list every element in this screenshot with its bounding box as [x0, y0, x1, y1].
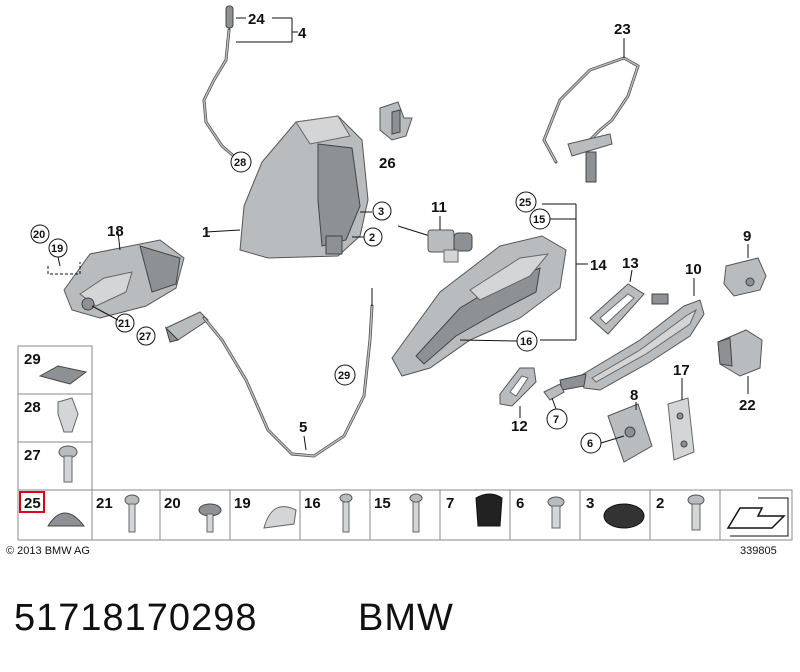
row-label-21: 21	[96, 495, 113, 512]
column-label-27: 27	[24, 447, 41, 464]
callout-6-diagram: 6	[587, 438, 593, 450]
parts-row-table: 25 21 20 19 16 15 7 6 3 2	[17, 489, 793, 541]
callout-25-diagram: 25	[519, 197, 531, 209]
callout-2-lock: 2	[369, 232, 375, 244]
callout-28-cable: 28	[234, 157, 246, 169]
row-label-20: 20	[164, 495, 181, 512]
part-9-cap: 9	[723, 228, 767, 297]
part-4-cable-assembly: 24 4 28	[202, 5, 307, 173]
brand-caption: BMW	[358, 597, 454, 639]
part-number-caption: 51718170298	[14, 597, 257, 639]
callout-7-diagram: 7	[553, 414, 559, 426]
callout-8: 8	[630, 387, 638, 404]
row-label-6: 6	[516, 495, 524, 512]
column-label-28: 28	[24, 399, 41, 416]
parts-column-table: 29 28 27	[17, 345, 93, 491]
callout-15-diagram: 15	[533, 214, 545, 226]
part-11-lock-cylinder: 11	[397, 199, 473, 263]
column-label-29: 29	[24, 351, 41, 368]
row-label-16: 16	[304, 495, 321, 512]
callout-9: 9	[743, 228, 751, 245]
row-label-7: 7	[446, 495, 454, 512]
callout-18: 18	[107, 223, 124, 240]
callout-5: 5	[299, 419, 307, 436]
callout-11: 11	[431, 199, 447, 216]
row-label-15: 15	[374, 495, 391, 512]
part-10-outer-handle: 10 7	[543, 261, 705, 430]
callout-22: 22	[739, 397, 756, 414]
diagram-number: 339805	[740, 545, 777, 557]
part-8-bracket: 8 6	[580, 387, 653, 463]
part-23-cable: 23	[542, 21, 640, 183]
part-13-gasket: 13	[589, 255, 645, 335]
callout-4: 4	[298, 25, 307, 42]
callout-12: 12	[511, 418, 528, 435]
part-17-bracket: 17	[667, 362, 695, 461]
callout-20-diagram: 20	[33, 229, 45, 241]
callout-3-lock: 3	[378, 206, 384, 218]
part-5-bowden-cable: 5 29	[164, 288, 374, 458]
callout-19-diagram: 19	[51, 243, 63, 255]
callout-24: 24	[248, 11, 265, 28]
callout-23: 23	[614, 21, 631, 38]
row-label-3: 3	[586, 495, 594, 512]
part-1-door-lock: 1 3 2	[202, 115, 392, 259]
callout-14: 14	[590, 257, 607, 274]
callout-26: 26	[379, 155, 396, 172]
callout-13: 13	[622, 255, 639, 272]
part-18-handle-carrier: 18 20 19 21 27	[30, 223, 185, 346]
part-14-handle-carrier: 25 15 16 14	[391, 191, 607, 377]
row-label-19: 19	[234, 495, 251, 512]
part-12-gasket: 12	[499, 367, 537, 435]
callout-29-diagram: 29	[338, 370, 350, 382]
part-26-bracket: 26	[379, 101, 413, 172]
highlight-box	[19, 491, 45, 513]
copyright-text: © 2013 BMW AG	[6, 545, 90, 557]
row-label-25: 25	[24, 495, 41, 512]
callout-21-diagram: 21	[118, 318, 130, 330]
callout-17: 17	[673, 362, 690, 379]
callout-10: 10	[685, 261, 702, 278]
next-arrow-icon	[726, 507, 786, 529]
callout-1: 1	[202, 224, 210, 241]
callout-16-diagram: 16	[520, 336, 532, 348]
callout-27-diagram: 27	[139, 331, 151, 343]
part-22-cap: 22	[717, 329, 763, 414]
row-label-2: 2	[656, 495, 664, 512]
